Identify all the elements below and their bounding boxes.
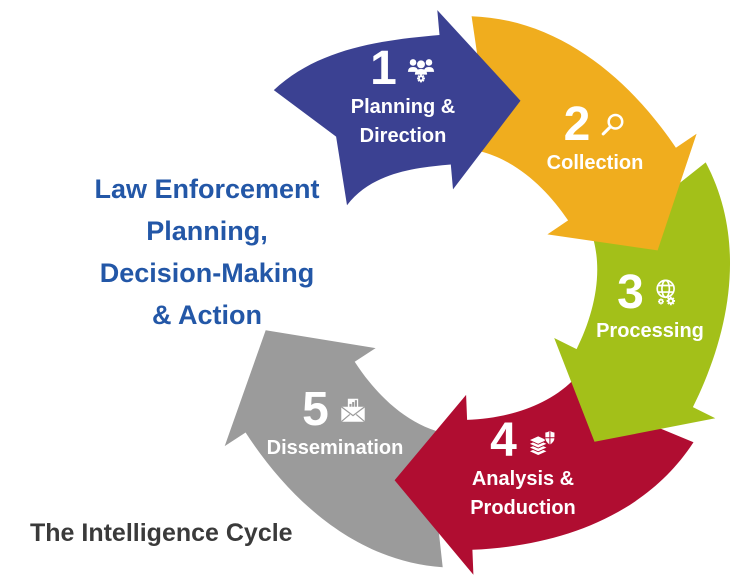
arrow-planning-direction bbox=[273, 10, 521, 206]
segment-label: Analysis & bbox=[471, 468, 575, 490]
envelope-chart-icon bbox=[338, 395, 368, 425]
segment-number: 1 bbox=[370, 42, 397, 95]
segment-label-dissemination: 5 Dissemination bbox=[245, 386, 425, 463]
center-text-line: Decision-Making bbox=[99, 258, 315, 288]
segment-label: Collection bbox=[546, 152, 644, 174]
segment-number: 5 bbox=[302, 383, 329, 436]
center-text-line: & Action bbox=[152, 300, 262, 330]
segment-label-planning: 1 Planning & Direction bbox=[313, 45, 493, 151]
segment-label: Direction bbox=[359, 125, 447, 147]
diagram-title: The Intelligence Cycle bbox=[30, 519, 293, 547]
arrow-collection bbox=[442, 16, 697, 251]
segment-label: Dissemination bbox=[266, 437, 404, 459]
center-text-line: Planning, bbox=[146, 216, 268, 246]
segment-number: 4 bbox=[490, 414, 517, 467]
globe-gears-icon bbox=[653, 278, 683, 308]
layers-shield-icon bbox=[526, 426, 556, 456]
segment-label-processing: 3 bbox=[560, 269, 740, 346]
magnifier-icon bbox=[599, 112, 626, 139]
center-text-line: Law Enforcement bbox=[94, 174, 320, 204]
arrow-dissemination bbox=[224, 330, 478, 568]
segment-label-collection: 2 Collection bbox=[505, 101, 685, 178]
segment-label-analysis: 4 Analysis & Production bbox=[433, 417, 613, 523]
segment-label: Production bbox=[470, 497, 576, 519]
segment-number: 2 bbox=[563, 98, 591, 151]
segment-label: Planning & bbox=[350, 96, 456, 118]
arrow-analysis-production bbox=[394, 348, 694, 575]
segment-number: 3 bbox=[617, 266, 644, 319]
center-text: Law Enforcement Planning, Decision-Makin… bbox=[57, 168, 357, 336]
segment-label: Processing bbox=[596, 320, 704, 342]
people-gear-icon bbox=[406, 54, 436, 84]
